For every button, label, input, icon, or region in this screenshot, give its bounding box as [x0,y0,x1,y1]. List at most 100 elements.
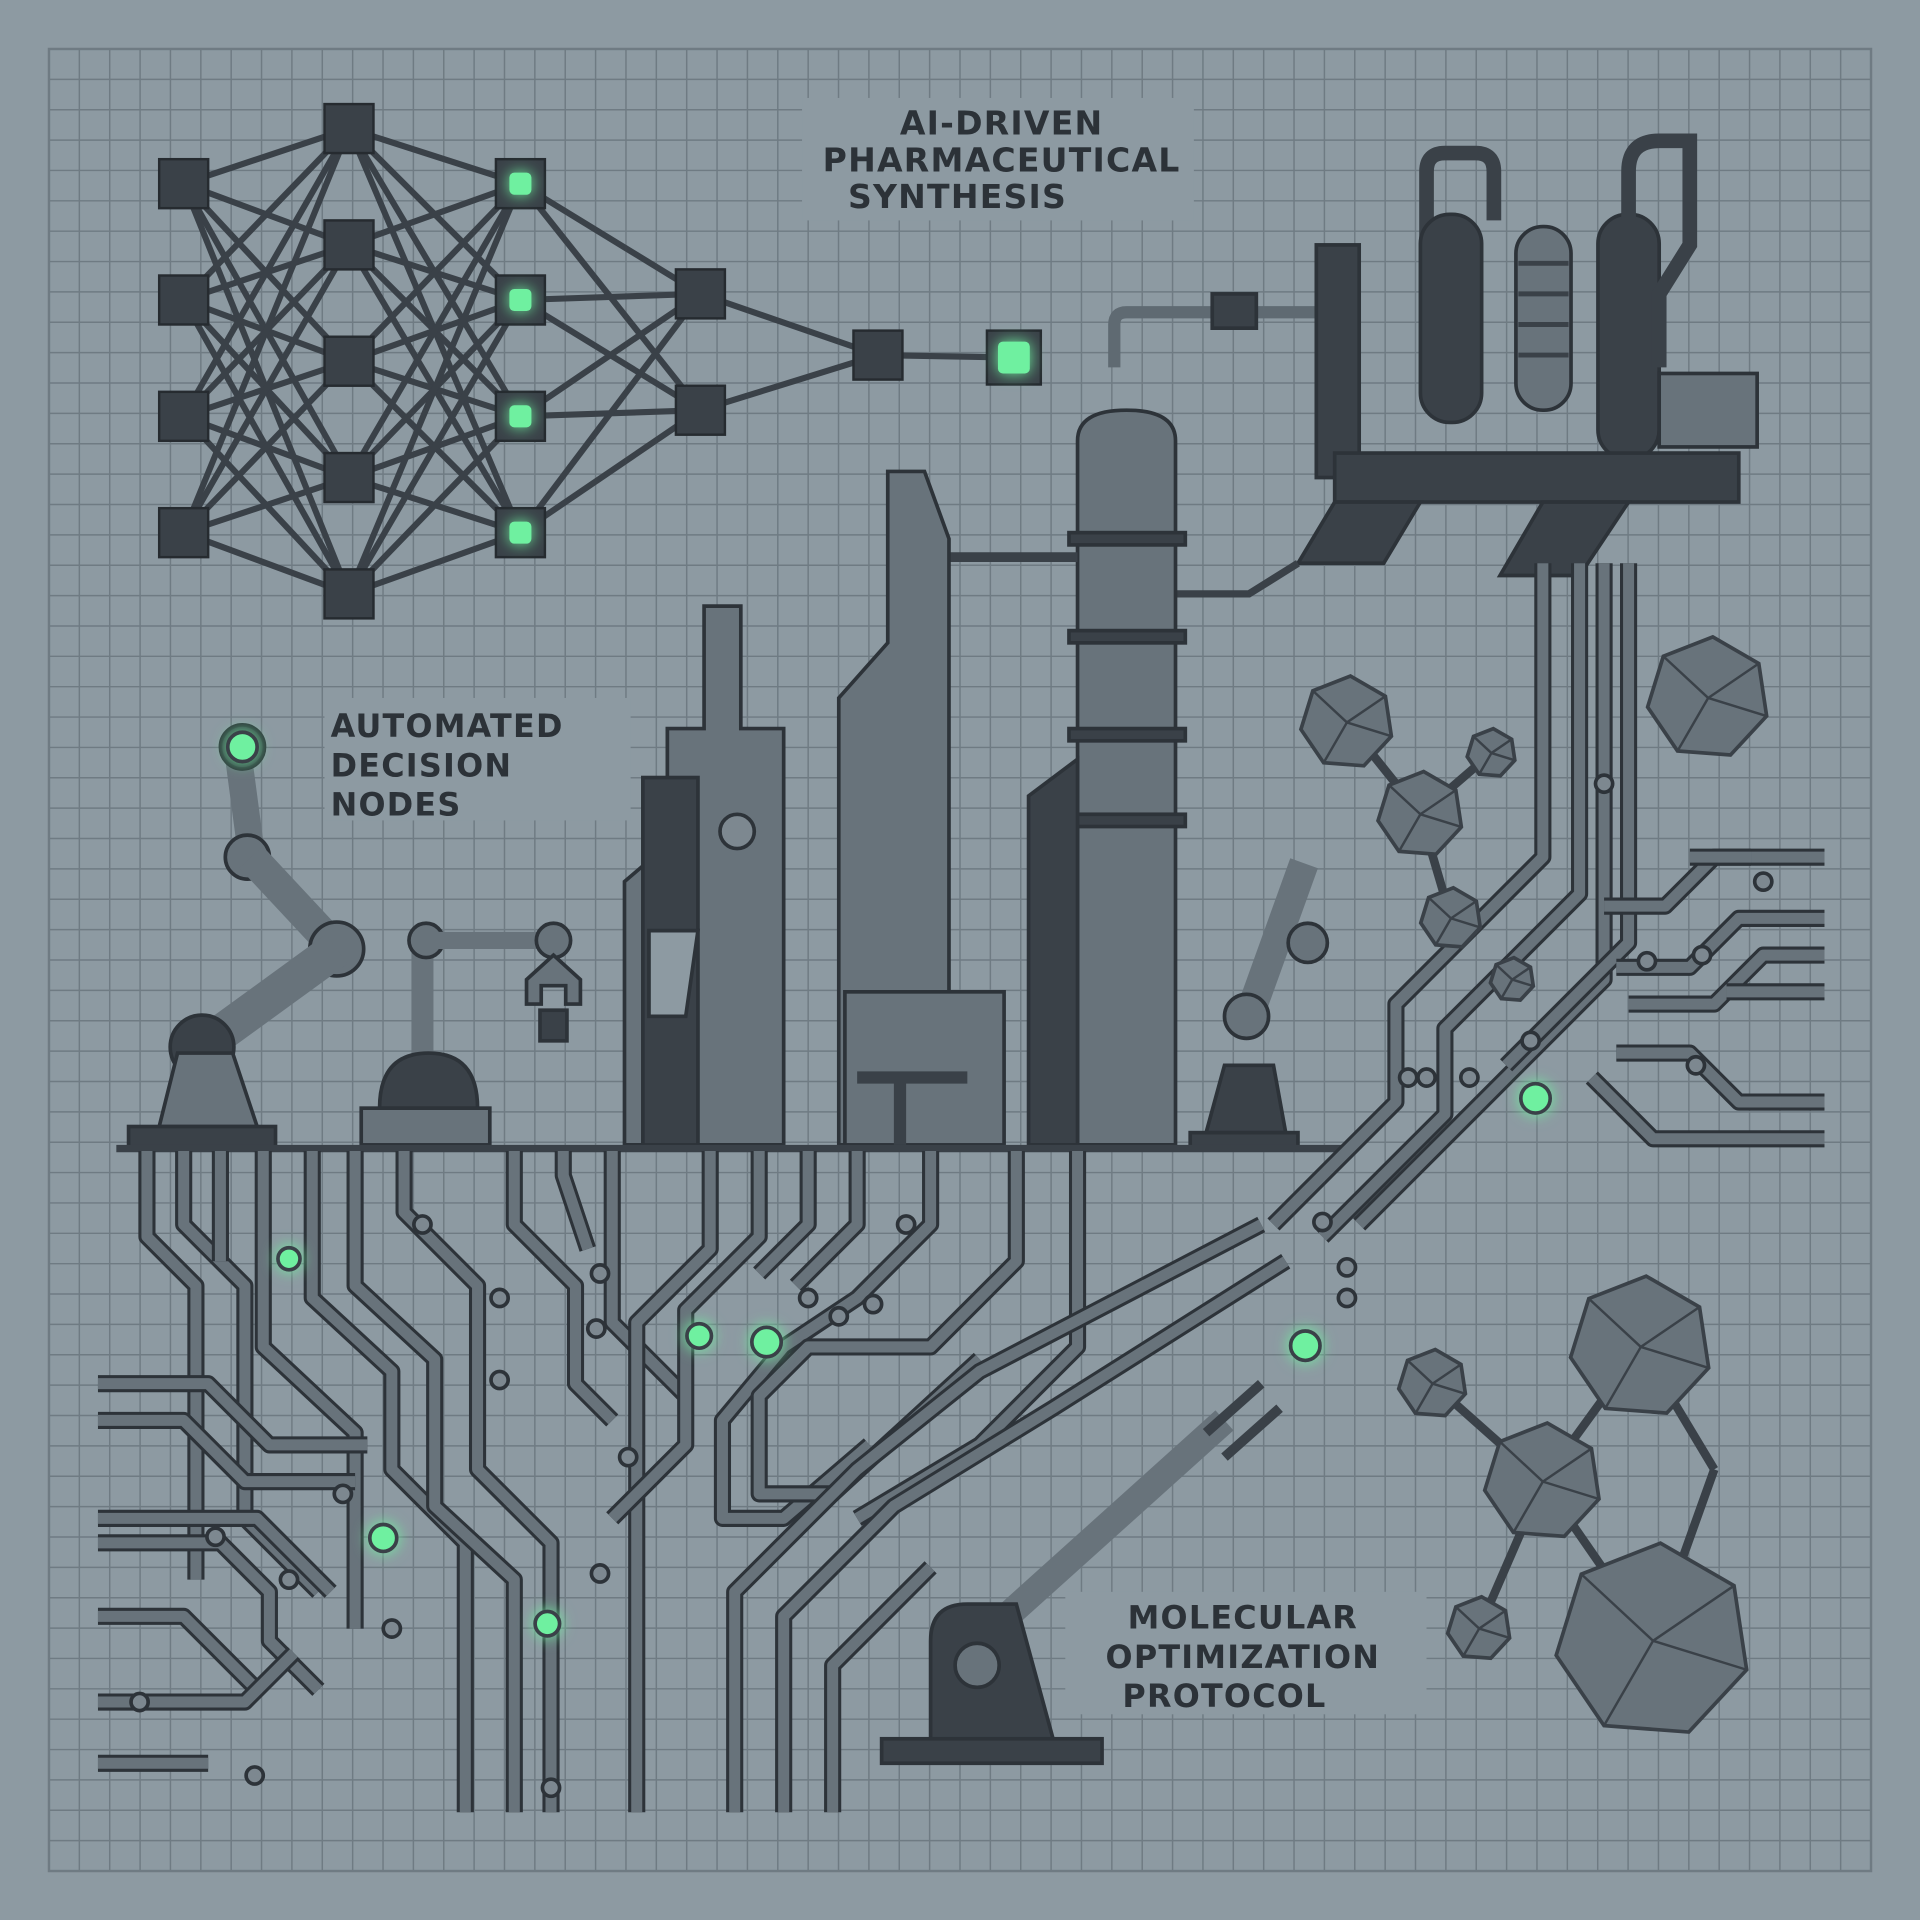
network-node [157,274,210,326]
via-pad [589,1563,611,1584]
via-pad [1685,1054,1707,1076]
via-pad [412,1214,433,1235]
circuit-trace [97,1610,262,1694]
molecule-facet [1498,1440,1544,1483]
circuit-trace [1318,563,1586,1241]
glowing-node [685,1321,714,1350]
molecule-facet [1542,1480,1600,1501]
title-line-1: AI-DRIVEN [900,104,1104,143]
via-pad [1752,871,1774,893]
molecule-facet [1450,900,1478,920]
glowing-node [276,1245,302,1272]
network-edge [346,181,523,364]
via-pad [381,1618,403,1639]
via-pad [540,1777,562,1799]
network-edge [346,182,524,596]
circuit-trace [178,1151,323,1596]
via-pad [1416,1067,1437,1088]
molecule-facet [1640,1305,1701,1348]
glowing-node [997,341,1030,374]
molecule-facet [1490,738,1513,755]
glowing-node [509,288,532,312]
glowing-node [367,1522,399,1554]
molecule-facet [1414,1383,1434,1414]
molecule-facet [1478,1609,1507,1630]
network-node [157,506,210,559]
via-pad [617,1446,639,1468]
decision-line-3: NODES [331,786,462,824]
title-label: AI-DRIVEN PHARMACEUTICAL SYNTHESIS [802,97,1194,221]
decision-line-1: AUTOMATED [331,707,564,745]
glowing-node [533,1609,562,1638]
via-pad [1336,1287,1358,1309]
molecule-polyhedron [1554,1541,1749,1734]
circuit-trace [753,1151,1022,1500]
network-edge [347,180,522,248]
molecule-facet [1406,1359,1434,1385]
molecule-facet [1388,784,1422,816]
ground-line [116,1144,1347,1153]
molecule-facet [1322,721,1348,764]
grid-border [47,47,1873,1873]
circuit-trace [508,1151,617,1425]
circuit-trace [1628,949,1825,1010]
molecule-facet [1652,1639,1748,1671]
molecule-facet [1432,1382,1466,1395]
molecule-facet [1431,1363,1462,1385]
molecule-facet [1511,978,1534,988]
circuit-trace [1616,1047,1825,1108]
via-pad [1336,1256,1358,1278]
molecular-backdrop [1065,1591,1427,1715]
molecule-facet [1652,1584,1735,1642]
circuit-trace [97,1378,368,1451]
circuit-trace [1355,563,1610,1229]
molecule-facet [1602,1640,1655,1727]
title-line-3: SYNTHESIS [848,177,1067,216]
neural-network [157,102,1043,620]
decision-line-2: DECISION [331,746,513,784]
circuit-trace [755,1151,814,1278]
circuit-trace [1269,563,1549,1229]
decision-backdrop [324,697,631,821]
circuit-traces [97,563,1825,1813]
circuit-trace [398,1151,557,1813]
molecule-facet [1511,966,1532,981]
via-pad [1691,944,1713,966]
molecules [1298,634,1769,1734]
via-pad [862,1293,884,1315]
glowing-node [509,521,532,544]
via-pad [129,1691,150,1713]
via-pad [585,1318,607,1339]
glowing-node [225,730,259,764]
circuit-trace [778,1256,1289,1813]
molecule-facet [1397,813,1422,852]
via-pad [244,1765,266,1786]
network-node [323,219,375,271]
network-edge [180,127,352,534]
glowing-nodes [225,730,1553,1638]
network-node [323,451,375,504]
network-node [323,568,375,620]
via-pad [589,1263,611,1284]
circuit-trace [1604,851,1825,912]
network-node [674,384,727,436]
circuit-trace [97,1512,335,1596]
circuit-trace [349,1151,520,1813]
network-edge [518,407,703,536]
circuit-trace [97,1414,356,1488]
via-pad [1520,1030,1542,1052]
circuit-trace [1587,1073,1825,1145]
via-pad [797,1287,819,1309]
decision-nodes-label: AUTOMATED DECISION NODES [324,697,631,824]
molecule-facet [1455,1606,1481,1630]
circuit-trace [306,1151,471,1813]
network-edge [520,290,701,304]
molecule-facet [1472,735,1493,754]
circuit-trace [1502,563,1635,1070]
via-pad [1458,1067,1480,1088]
via-pad [828,1305,850,1327]
network-edge [346,298,524,596]
network-edge [518,291,703,419]
molecular-label: MOLECULAR OPTIMIZATION PROTOCOL [1065,1591,1427,1715]
